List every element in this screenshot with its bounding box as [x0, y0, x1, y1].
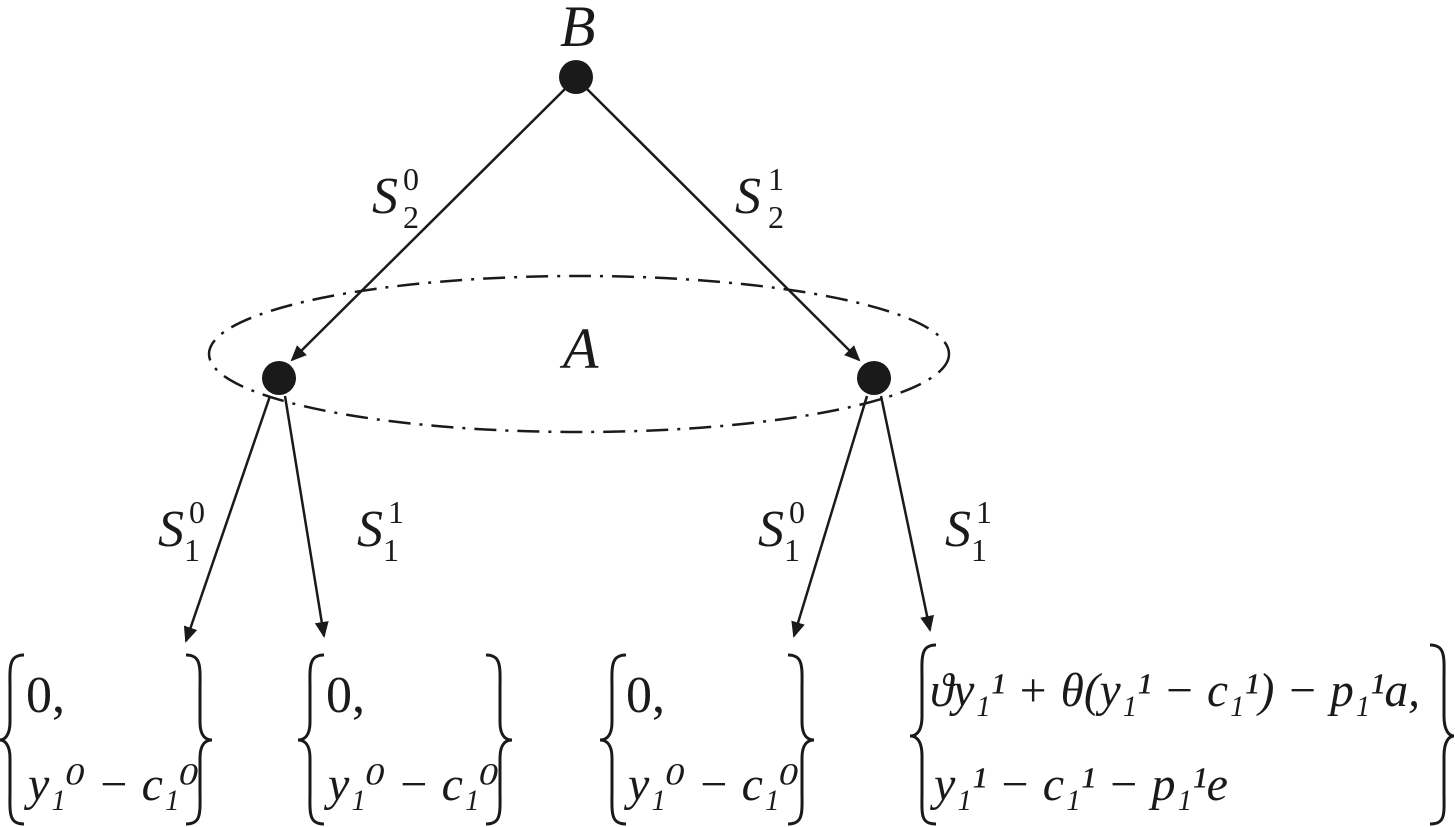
- edge-root-left: [290, 85, 569, 362]
- left-brace: [0, 653, 25, 826]
- root-node: [559, 60, 593, 94]
- edge-label-symbol: S: [758, 501, 784, 558]
- right-brace: [485, 653, 513, 826]
- edge-label-left-left: S 0 1: [158, 494, 205, 568]
- edge-label-root-right: S 1 2: [735, 161, 784, 235]
- payoff-2: 0, y₁⁰ − c₁⁰: [297, 653, 513, 826]
- payoff-line-1: 0,: [26, 667, 65, 724]
- payoff-1: 0, y₁⁰ − c₁⁰: [0, 653, 213, 826]
- edge-label-symbol: S: [945, 501, 971, 558]
- payoff-line-1: 0,: [626, 667, 665, 724]
- edge-label-symbol: S: [735, 168, 761, 225]
- edge-left-left: [183, 395, 272, 643]
- payoff-line-2: y₁⁰ − c₁⁰: [623, 758, 799, 811]
- left-brace: [297, 653, 325, 826]
- payoff-4: ϑy₁¹ + θ(y₁¹ − c₁¹) − p₁¹a, y₁¹ − c₁¹ − …: [909, 643, 1455, 826]
- payoff-line-2: y₁¹ − c₁¹ − p₁¹e: [929, 758, 1228, 811]
- edge-right-right: [879, 395, 934, 632]
- edge-label-subscript: 2: [768, 199, 784, 235]
- edge-label-subscript: 1: [784, 532, 800, 568]
- right-brace: [1429, 643, 1455, 826]
- root-label: B: [560, 0, 595, 59]
- edge-left-right: [283, 395, 329, 638]
- edge-label-superscript: 1: [388, 494, 404, 530]
- edge-label-superscript: 0: [403, 161, 419, 197]
- payoff-line-1: 0,: [326, 667, 365, 724]
- edge-label-subscript: 2: [403, 199, 419, 235]
- edge-label-subscript: 1: [383, 532, 399, 568]
- edge-label-root-left: S 0 2: [372, 161, 419, 235]
- edge-label-superscript: 0: [189, 494, 205, 530]
- payoff-line-2: y₁⁰ − c₁⁰: [23, 758, 199, 811]
- edge-root-right: [583, 85, 861, 362]
- information-set-label: A: [559, 316, 599, 381]
- edge-label-subscript: 1: [971, 532, 987, 568]
- left-brace: [599, 653, 627, 826]
- edge-label-right-left: S 0 1: [758, 494, 805, 568]
- right-decision-node: [857, 361, 891, 395]
- edge-right-left: [791, 395, 869, 638]
- left-brace: [909, 643, 937, 826]
- right-brace: [185, 653, 213, 826]
- edge-label-symbol: S: [357, 501, 383, 558]
- edge-label-symbol: S: [158, 501, 184, 558]
- edge-label-superscript: 1: [976, 494, 992, 530]
- right-brace: [787, 653, 815, 826]
- edge-label-superscript: 1: [768, 161, 784, 197]
- payoff-line-1: ϑy₁¹ + θ(y₁¹ − c₁¹) − p₁¹a,: [930, 664, 1420, 717]
- payoff-3: 0, y₁⁰ − c₁⁰: [599, 653, 815, 826]
- information-set-ellipse: [207, 274, 951, 434]
- edge-label-left-right: S 1 1: [357, 494, 404, 568]
- payoff-line-2: y₁⁰ − c₁⁰: [323, 758, 499, 811]
- edge-label-superscript: 0: [789, 494, 805, 530]
- edge-label-subscript: 1: [184, 532, 200, 568]
- edge-label-right-right: S 1 1: [945, 494, 992, 568]
- left-decision-node: [262, 361, 296, 395]
- edge-label-symbol: S: [372, 168, 398, 225]
